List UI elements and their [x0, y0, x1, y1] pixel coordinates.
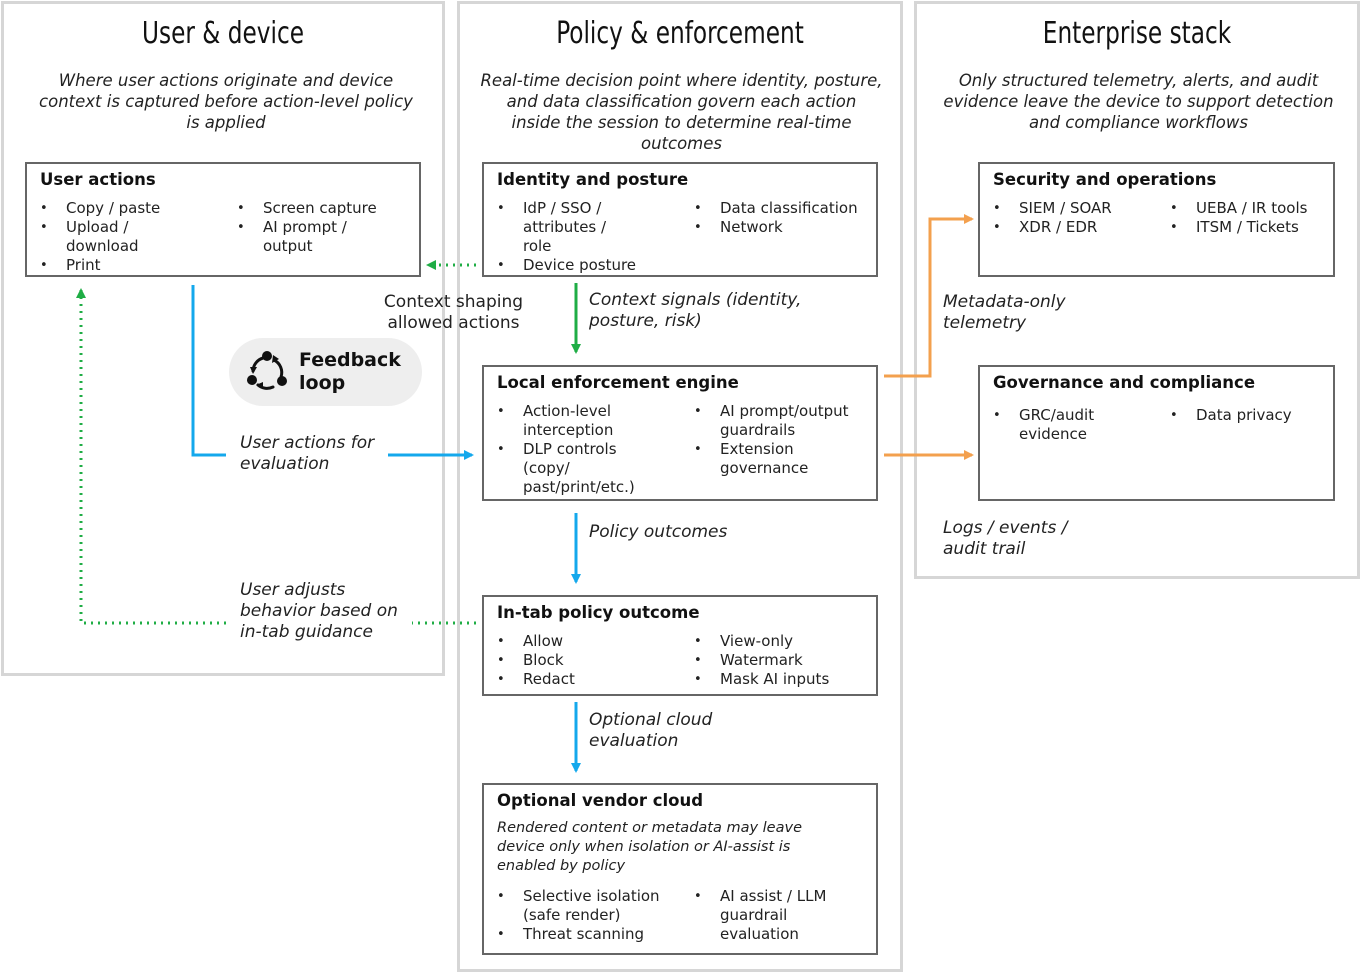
- bullet-item: Block: [497, 651, 657, 670]
- feedback-loop-label: Feedback loop: [299, 349, 401, 394]
- column-title: User & device: [141, 16, 305, 51]
- bullet-item: Device posture: [497, 256, 672, 275]
- label-user-adjusts: User adjusts behavior based on in-tab gu…: [240, 580, 398, 642]
- user-actions-box: User actions Copy / paste Upload / downl…: [25, 162, 421, 277]
- bullet-item: Print: [40, 256, 215, 275]
- bullet-item: Screen capture: [237, 199, 412, 218]
- bullet-item: Network: [694, 218, 874, 237]
- bullet-item: Allow: [497, 632, 657, 651]
- column-subtitle: Only structured telemetry, alerts, and a…: [943, 71, 1334, 132]
- identity-posture-box: Identity and posture IdP / SSO / attribu…: [482, 162, 878, 277]
- feedback-loop-badge: Feedback loop: [229, 338, 422, 406]
- label-logs-audit: Logs / events / audit trail: [943, 518, 1068, 559]
- security-operations-box: Security and operations SIEM / SOAR XDR …: [978, 162, 1335, 277]
- bullet-item: AI assist / LLM guardrail evaluation: [694, 887, 840, 944]
- bullet-item: AI prompt / output: [237, 218, 373, 256]
- box-title: Identity and posture: [497, 170, 689, 189]
- bullet-item: Extension governance: [694, 440, 830, 478]
- box-title: In-tab policy outcome: [497, 603, 700, 622]
- bullet-item: SIEM / SOAR: [993, 199, 1153, 218]
- column-subtitle: Where user actions originate and device …: [39, 71, 413, 132]
- bullet-item: Selective isolation (safe render): [497, 887, 677, 925]
- column-title: Enterprise stack: [1042, 16, 1232, 51]
- bullet-item: IdP / SSO / attributes / role: [497, 199, 638, 256]
- arrow-user-actions-left: [191, 285, 226, 457]
- bullet-item: Watermark: [694, 651, 874, 670]
- box-title: User actions: [40, 170, 156, 189]
- bullet-list-left: IdP / SSO / attributes / role Device pos…: [497, 199, 672, 275]
- label-policy-outcomes: Policy outcomes: [589, 522, 728, 542]
- governance-compliance-box: Governance and compliance GRC/audit evid…: [978, 365, 1335, 501]
- bullet-list-left: GRC/audit evidence: [993, 406, 1118, 444]
- bullet-list-right: Data classification Network: [694, 199, 874, 237]
- bullet-list-right: AI prompt/output guardrails Extension go…: [694, 402, 874, 478]
- column-subtitle: Real-time decision point where identity,…: [480, 71, 883, 153]
- bullet-list-left: Copy / paste Upload / download Print: [40, 199, 215, 275]
- bullet-item: Copy / paste: [40, 199, 215, 218]
- bullet-list-left: Action-level interception DLP controls (…: [497, 402, 657, 497]
- box-title: Local enforcement engine: [497, 373, 739, 392]
- bullet-list-left: SIEM / SOAR XDR / EDR: [993, 199, 1153, 237]
- bullet-list-right: Data privacy: [1170, 406, 1320, 425]
- bullet-item: Redact: [497, 670, 657, 689]
- label-context-shaping: Context shaping allowed actions: [383, 292, 524, 333]
- arrow-metadata-telemetry: [884, 214, 974, 378]
- label-metadata-telemetry: Metadata-only telemetry: [943, 292, 1066, 333]
- bullet-item: DLP controls (copy/ past/print/etc.): [497, 440, 635, 497]
- box-title: Optional vendor cloud: [497, 791, 704, 810]
- bullet-item: View-only: [694, 632, 874, 651]
- column-title: Policy & enforcement: [556, 16, 804, 51]
- bullet-item: Upload / download: [40, 218, 166, 256]
- bullet-list-right: AI assist / LLM guardrail evaluation: [694, 887, 844, 944]
- label-optional-cloud: Optional cloud evaluation: [589, 710, 713, 751]
- in-tab-policy-outcome-box: In-tab policy outcome Allow Block Redact…: [482, 595, 878, 696]
- bullet-item: AI prompt/output guardrails: [694, 402, 870, 440]
- bullet-list-right: Screen capture AI prompt / output: [237, 199, 412, 256]
- box-note: Rendered content or metadata may leave d…: [497, 820, 802, 874]
- box-title: Governance and compliance: [993, 373, 1256, 392]
- bullet-item: Data privacy: [1170, 406, 1320, 425]
- label-context-signals: Context signals (identity, posture, risk…: [589, 290, 802, 331]
- bullet-list-left: Selective isolation (safe render) Threat…: [497, 887, 677, 944]
- bullet-list-left: Allow Block Redact: [497, 632, 657, 689]
- bullet-item: XDR / EDR: [993, 218, 1153, 237]
- bullet-item: Data classification: [694, 199, 874, 218]
- bullet-list-right: UEBA / IR tools ITSM / Tickets: [1170, 199, 1335, 237]
- label-user-actions-eval: User actions for evaluation: [240, 433, 375, 474]
- bullet-list-right: View-only Watermark Mask AI inputs: [694, 632, 874, 689]
- box-title: Security and operations: [993, 170, 1217, 189]
- bullet-item: UEBA / IR tools: [1170, 199, 1335, 218]
- bullet-item: Threat scanning: [497, 925, 677, 944]
- bullet-item: ITSM / Tickets: [1170, 218, 1335, 237]
- cycle-arrows-icon: [247, 351, 287, 390]
- bullet-item: GRC/audit evidence: [993, 406, 1109, 444]
- optional-vendor-cloud-box: Optional vendor cloud Rendered content o…: [482, 783, 878, 955]
- local-enforcement-engine-box: Local enforcement engine Action-level in…: [482, 365, 878, 501]
- bullet-item: Mask AI inputs: [694, 670, 874, 689]
- bullet-item: Action-level interception: [497, 402, 657, 440]
